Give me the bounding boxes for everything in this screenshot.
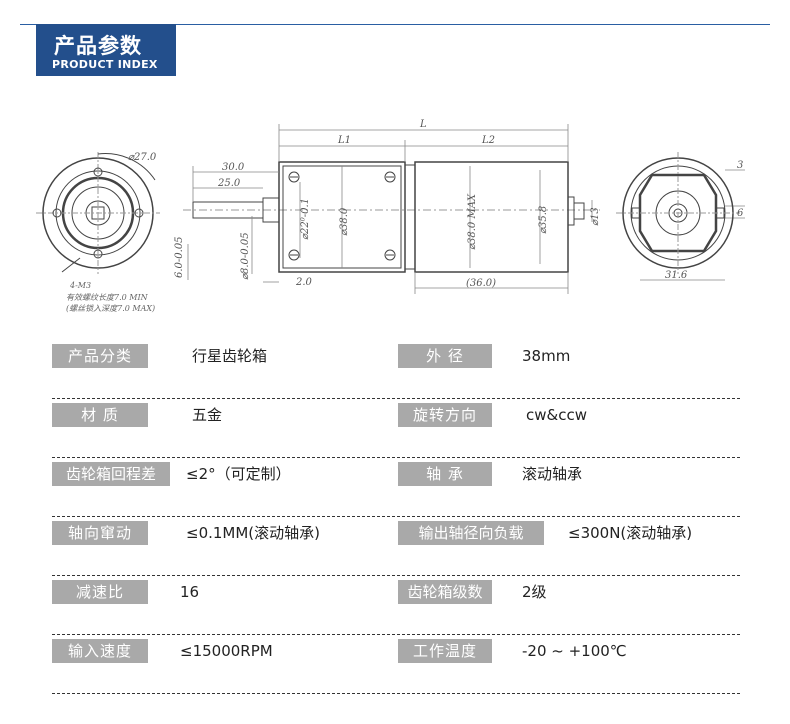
section-title-cn: 产品参数 — [54, 34, 142, 58]
dim-6-right: 6 — [737, 208, 744, 219]
dim-3: 3 — [737, 160, 743, 171]
dim-25: 25.0 — [217, 178, 241, 189]
spec-value: 38mm — [522, 347, 571, 365]
dim-L: L — [419, 119, 427, 130]
spec-value: 2级 — [522, 583, 547, 601]
spec-value: -20 ~ +100℃ — [522, 642, 627, 660]
spec-row: 产品分类 行星齿轮箱 外 径 38mm — [52, 340, 740, 399]
spec-value: 滚动轴承 — [522, 465, 583, 483]
dim-d22: ⌀22⁰-0.1 — [300, 198, 311, 240]
thread-note-2: (螺丝锁入深度7.0 MAX) — [66, 304, 155, 313]
side-view — [183, 161, 600, 273]
dim-d38: ⌀38.0 — [339, 207, 350, 236]
dim-L2: L2 — [481, 135, 495, 146]
spec-row: 齿轮箱回程差 ≤2°（可定制） 轴 承 滚动轴承 — [52, 458, 740, 517]
spec-row: 轴向窜动 ≤0.1MM(滚动轴承) 输出轴径向负载 ≤300N(滚动轴承) — [52, 517, 740, 576]
spec-value: cw&ccw — [526, 406, 587, 424]
dim-L1: L1 — [337, 135, 351, 146]
spec-label: 产品分类 — [52, 344, 148, 368]
spec-row: 材 质 五金 旋转方向 cw&ccw — [52, 399, 740, 458]
spec-value: ≤15000RPM — [180, 642, 273, 660]
spec-label: 工作温度 — [398, 639, 492, 663]
spec-label: 轴 承 — [398, 462, 492, 486]
spec-label: 输出轴径向负载 — [398, 521, 544, 545]
spec-row: 输入速度 ≤15000RPM 工作温度 -20 ~ +100℃ — [52, 635, 740, 694]
spec-label: 减速比 — [52, 580, 148, 604]
dim-d38-max: ⌀38.0 MAX — [467, 193, 478, 250]
spec-value: 行星齿轮箱 — [192, 347, 268, 365]
technical-drawing-svg: ⌀27.0 30.0 25.0 6.0-0.05 ⌀8.0-0.05 2.0 ⌀… — [36, 119, 745, 313]
spec-value: ≤2°（可定制） — [186, 465, 291, 483]
spec-row: 减速比 16 齿轮箱级数 2级 — [52, 576, 740, 635]
dim-d27: ⌀27.0 — [128, 152, 157, 163]
dim-m3: 4-M3 — [69, 281, 91, 290]
top-rule — [20, 24, 770, 25]
section-title-en: PRODUCT INDEX — [52, 58, 158, 71]
spec-label: 旋转方向 — [398, 403, 492, 427]
spec-label: 材 质 — [52, 403, 148, 427]
section-header: 产品参数 PRODUCT INDEX — [36, 24, 176, 76]
spec-value: ≤0.1MM(滚动轴承) — [186, 524, 321, 542]
dimension-lines — [187, 124, 745, 294]
right-end-view — [616, 152, 740, 274]
spec-label: 轴向窜动 — [52, 521, 148, 545]
spec-label: 齿轮箱回程差 — [52, 462, 170, 486]
thread-note-1: 有效螺纹长度7.0 MIN — [66, 293, 149, 302]
spec-table: 产品分类 行星齿轮箱 外 径 38mm 材 质 五金 旋转方向 cw&ccw 齿… — [52, 340, 740, 694]
dim-36: (36.0) — [466, 278, 496, 289]
dim-d8: ⌀8.0-0.05 — [240, 232, 251, 280]
dim-d13: ⌀13 — [590, 207, 601, 226]
spec-label: 外 径 — [398, 344, 492, 368]
spec-label: 齿轮箱级数 — [398, 580, 492, 604]
left-end-view — [36, 152, 160, 274]
dim-6: 6.0-0.05 — [174, 236, 185, 278]
spec-value: 五金 — [192, 406, 223, 424]
technical-drawing: ⌀27.0 30.0 25.0 6.0-0.05 ⌀8.0-0.05 2.0 ⌀… — [0, 110, 790, 330]
dim-30: 30.0 — [222, 162, 245, 173]
spec-value: ≤300N(滚动轴承) — [568, 524, 693, 542]
spec-label: 输入速度 — [52, 639, 148, 663]
dim-31-6: 31.6 — [665, 270, 688, 281]
spec-value: 16 — [180, 583, 200, 601]
dim-2: 2.0 — [295, 277, 313, 288]
dim-d35: ⌀35.8 — [538, 206, 549, 234]
